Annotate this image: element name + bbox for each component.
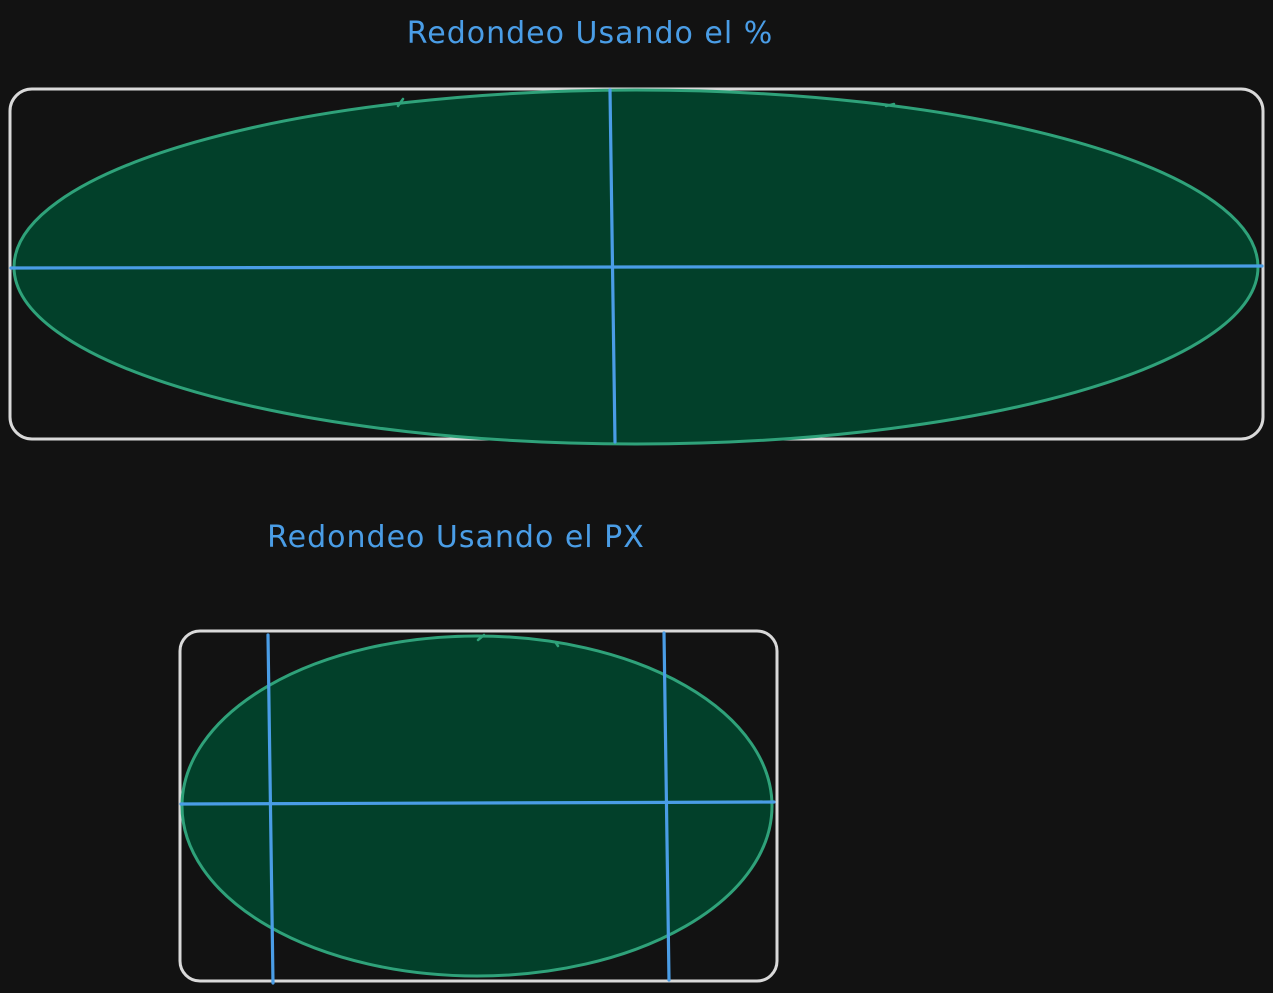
panel-percent: Redondeo Usando el % (8, 16, 1265, 446)
panel-percent-ellipse-mark (396, 97, 405, 108)
panel-px: Redondeo Usando el PX (178, 520, 779, 985)
panel-px-ellipse-mark (476, 633, 486, 642)
panel-percent-horizontal-axis (9, 264, 1264, 270)
panel-px-ellipse (180, 634, 774, 978)
panel-px-ellipse-mark (554, 641, 560, 648)
panel-px-title: Redondeo Usando el PX (267, 520, 645, 555)
panel-px-right-guide (662, 631, 671, 982)
panel-px-frame (178, 629, 779, 983)
panel-px-horizontal-axis (179, 800, 776, 806)
panel-percent-title: Redondeo Usando el % (407, 16, 774, 51)
panel-percent-ellipse-mark (884, 102, 896, 108)
panel-px-left-guide (266, 633, 275, 985)
